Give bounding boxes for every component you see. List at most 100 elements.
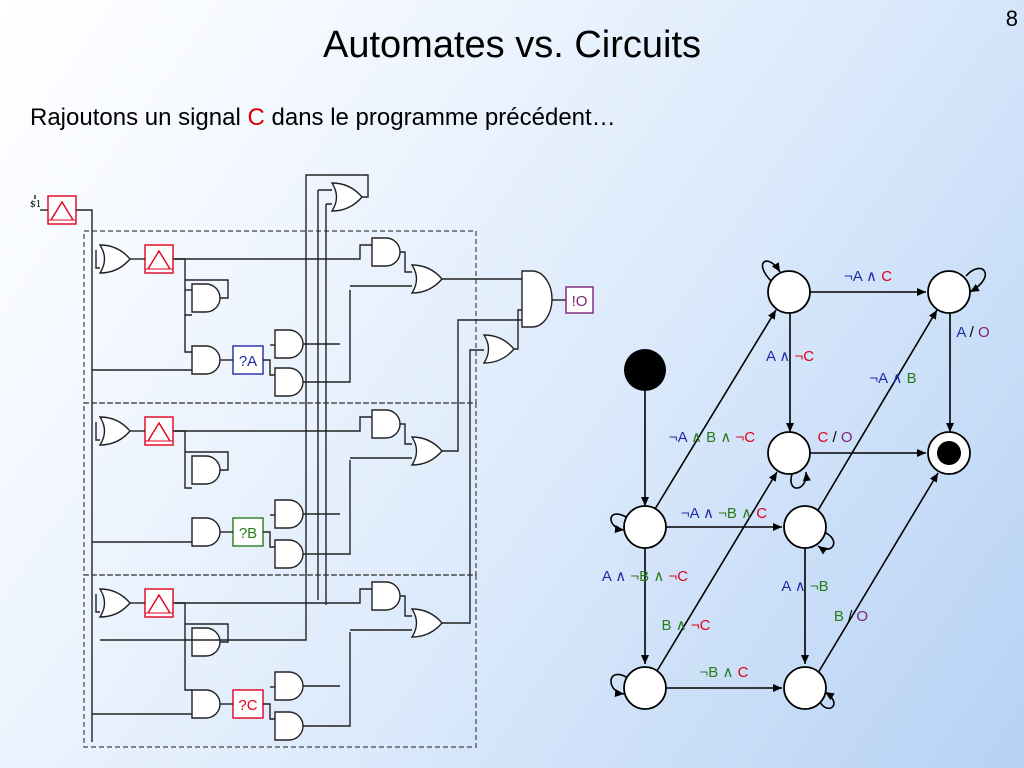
wire — [185, 623, 229, 643]
and-gate — [274, 539, 304, 569]
and-gate — [274, 671, 304, 701]
transition — [654, 309, 777, 510]
input-b-label: ?B — [239, 525, 257, 542]
wire — [400, 595, 412, 617]
start-register — [47, 195, 77, 225]
edge-label-part: ∧ B ∧ — [691, 429, 735, 446]
edge-label-part: A ∧ — [766, 348, 795, 365]
edge-label-part: / — [966, 324, 979, 341]
wire — [100, 240, 307, 641]
edge-label-part: ¬C — [669, 568, 689, 585]
label-nota-notb-c: ¬A ∧ ¬B ∧ C — [681, 505, 767, 522]
edge-label-part: A — [956, 324, 966, 341]
edge-label-part: O — [841, 429, 853, 446]
label-b-notc: B ∧ ¬C — [662, 617, 711, 634]
edge-label-part: A ∧ — [781, 578, 810, 595]
edge-label-part: / — [828, 429, 841, 446]
edge-label-part: C — [881, 268, 892, 285]
wire — [175, 588, 372, 604]
and-gate — [274, 367, 304, 397]
self-loop — [817, 531, 835, 555]
edge-label-part: ¬A ∧ — [869, 370, 906, 387]
edge-label-part: / — [844, 608, 857, 625]
wire — [95, 250, 100, 269]
edge-label-part: A ∧ — [602, 568, 631, 585]
and-gate — [274, 499, 304, 529]
and-gate — [191, 283, 221, 313]
wire — [263, 703, 275, 720]
and-gate — [191, 689, 221, 719]
and-gate — [274, 329, 304, 359]
automaton-diagram: ¬A ∧ C A ∧ ¬C A / O ¬A ∧ B ¬A ∧ B ∧ ¬C C… — [602, 260, 990, 710]
input-a-label: ?A — [239, 353, 257, 370]
or-gate — [99, 588, 131, 618]
label-a-notb: A ∧ ¬B — [781, 578, 828, 595]
label-a-o: A / O — [956, 324, 989, 341]
feedback-or-gate — [331, 182, 363, 212]
state — [623, 666, 667, 710]
output-and-gate — [521, 270, 553, 328]
or-gate — [483, 334, 515, 364]
wire — [400, 251, 412, 273]
wire — [442, 319, 522, 452]
input-c-box — [232, 689, 264, 719]
register — [144, 416, 174, 446]
self-loop — [790, 471, 811, 489]
output-box — [565, 286, 594, 314]
label-nota-b: ¬A ∧ B — [869, 370, 916, 387]
wire — [95, 594, 100, 613]
self-loop — [965, 267, 986, 293]
subtitle-text-after: dans le programme précédent… — [264, 104, 616, 131]
state — [783, 505, 827, 549]
initial-state — [624, 349, 666, 391]
transition — [817, 472, 939, 674]
register — [144, 244, 174, 274]
label-c-o: C / O — [817, 429, 852, 446]
subtitle-text-before: Rajoutons un signal — [30, 104, 248, 131]
transition — [816, 309, 938, 513]
edge-label-part: B — [907, 370, 917, 387]
or-gate — [411, 608, 443, 638]
edge-label-part: B ∧ — [662, 617, 691, 634]
and-gate — [371, 581, 401, 611]
label-notb-c: ¬B ∧ C — [700, 664, 749, 681]
wire — [184, 315, 192, 353]
or-gate — [411, 264, 443, 294]
state — [767, 270, 811, 314]
wire — [325, 203, 332, 605]
wire — [442, 349, 484, 624]
edge-label-part: ¬A — [669, 429, 691, 446]
edge-label-part: O — [978, 324, 990, 341]
or-gate — [411, 436, 443, 466]
input-c-label: ?C — [238, 697, 257, 714]
and-gate — [191, 627, 221, 657]
edge-label-part: ¬B ∧ — [630, 568, 668, 585]
wire — [514, 309, 522, 350]
and-gate — [191, 455, 221, 485]
state — [767, 431, 811, 475]
edge-label-part: ¬B — [810, 578, 829, 595]
wire — [303, 632, 351, 727]
state — [623, 505, 667, 549]
wire — [173, 602, 192, 691]
and-gate — [371, 409, 401, 439]
wire — [263, 531, 275, 548]
slide-title: Automates vs. Circuits — [323, 24, 701, 66]
edge-label-part: O — [856, 608, 868, 625]
self-loop — [610, 513, 629, 533]
circuit-diagram: $1 ?A — [30, 174, 594, 748]
self-loop — [761, 260, 781, 283]
input-a-box — [232, 345, 264, 375]
wire — [76, 209, 93, 742]
edge-label-part: ¬C — [794, 348, 814, 365]
edge-label-part: ¬A ∧ — [681, 505, 718, 522]
final-state-dot — [937, 441, 961, 465]
self-loop — [819, 691, 835, 709]
and-gate — [274, 711, 304, 741]
subtitle-signal: C — [247, 104, 265, 131]
label-b-o: B / O — [834, 608, 868, 625]
or-gate — [99, 244, 131, 274]
page-number: 8 — [1005, 6, 1018, 31]
transition — [656, 471, 778, 672]
